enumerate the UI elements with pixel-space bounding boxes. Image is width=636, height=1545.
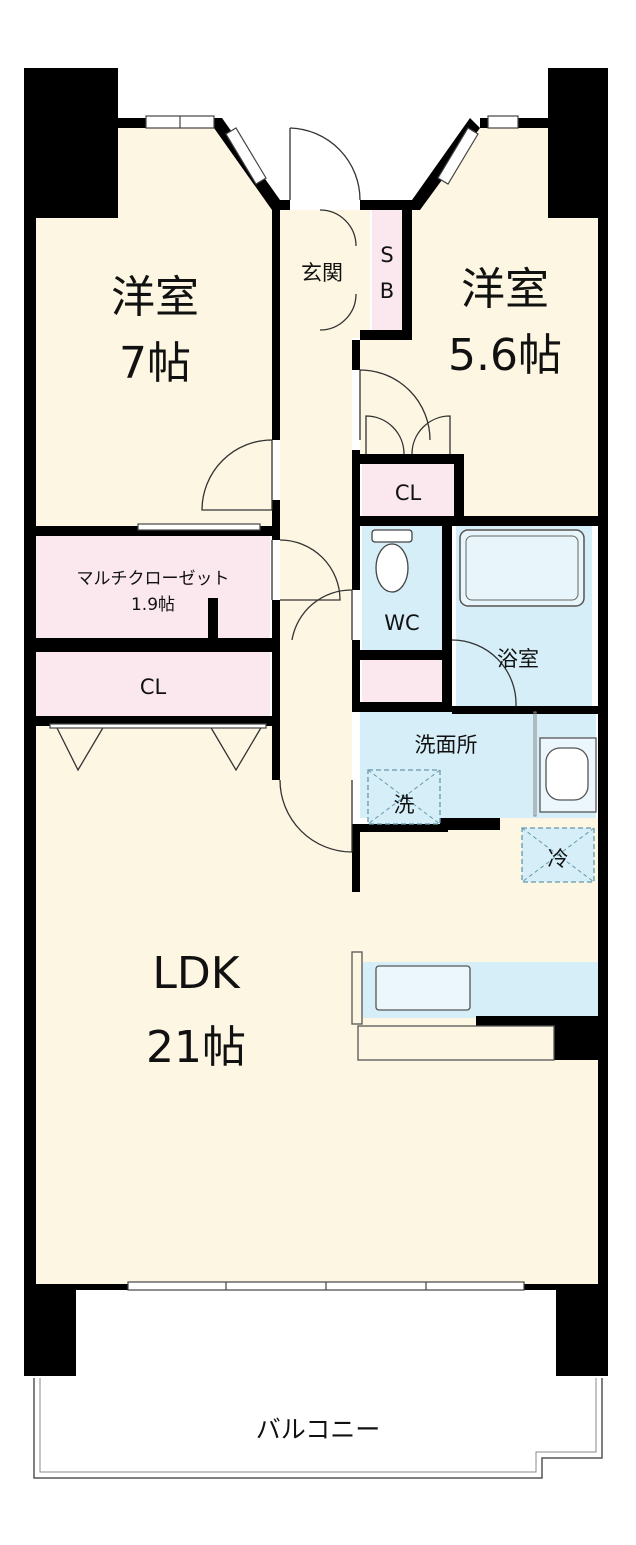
room-fills [36, 128, 600, 1288]
bathroom-door [451, 639, 517, 707]
window-diag-left [225, 127, 267, 185]
window-multi-closet [137, 523, 261, 531]
wall-left-div2 [24, 638, 280, 652]
washroom-label: 洗面所 [415, 733, 478, 757]
multi-closet-label: マルチクローゼット [77, 569, 230, 589]
western-left-door [201, 439, 273, 511]
window-top-right [487, 115, 519, 129]
bathroom-label: 浴室 [497, 647, 539, 671]
western-room-right-area [360, 128, 600, 520]
wall-hall-left-low [272, 600, 280, 780]
wall-wash-bottom [440, 818, 500, 830]
wall-wc-right [442, 526, 452, 706]
wall-bottom-right-block [556, 1286, 608, 1376]
wall-kitchen-bottom [476, 1016, 608, 1026]
bathtub-inner [465, 535, 579, 601]
multi-closet-door [271, 539, 341, 601]
toilet-tank [371, 529, 413, 543]
wall-bottom-left-block [24, 1286, 76, 1376]
kitchen-sink [375, 965, 471, 1011]
entrance-label: 玄関 [301, 261, 343, 285]
washroom-door [279, 779, 353, 853]
wall-entrance-top-r [360, 200, 420, 210]
washer-diagonals [367, 769, 441, 825]
western-room-right-size: 5.6帖 [448, 330, 562, 381]
western-room-right-name: 洋室 [461, 264, 549, 315]
windows [127, 115, 525, 1291]
front-door-swing [289, 127, 361, 201]
wall-hall-right-d [352, 830, 360, 892]
closet-right-area [362, 464, 454, 516]
wall-kitchen-block [554, 1016, 608, 1060]
wall-wet-top [352, 516, 608, 526]
wash-partition [533, 711, 537, 817]
wall-storage-bottom [352, 702, 452, 712]
closet-left-rail [49, 723, 267, 729]
toilet-label: WC [384, 611, 419, 635]
closet-right-label: CL [395, 481, 422, 505]
wall-multi-stub [208, 598, 218, 638]
wall-left-outer [24, 210, 36, 1290]
washbasin [545, 747, 589, 801]
wall-bath-bottom [452, 706, 598, 714]
wall-sb-right [402, 200, 412, 340]
washer-label: 洗 [394, 793, 415, 817]
balcony [33, 1378, 603, 1479]
wall-cl-right-side [454, 454, 464, 526]
closet-right-doors [365, 415, 451, 455]
closet-left-fold-doors [55, 725, 263, 772]
wall-hall-right-c [352, 640, 360, 710]
shoe-box-label-s: S [380, 243, 393, 267]
multi-closet-area [36, 536, 270, 638]
balcony-outline [33, 1378, 603, 1479]
wall-entrance-top [272, 200, 290, 210]
wall-left-div3 [24, 716, 280, 726]
wall-right-outer [598, 210, 608, 1290]
western-room-left-area [36, 128, 272, 528]
closet-left-area [36, 652, 270, 718]
wall-wc-bottom [352, 650, 452, 660]
bathtub [459, 529, 585, 607]
wall-hall-left-top [272, 200, 280, 440]
wall-sb-bottom [360, 330, 412, 340]
fridge-diagonals [521, 827, 595, 883]
western-room-left-name: 洋室 [111, 272, 199, 323]
doors [49, 127, 517, 853]
western-right-door [359, 369, 431, 441]
wall-left-div1 [24, 526, 280, 536]
wall-cl-right-top [352, 454, 464, 464]
entrance-area [280, 210, 370, 338]
wall-top-right-block [548, 68, 608, 218]
wall-top-left-block [24, 68, 118, 218]
ldk-area [36, 720, 600, 1288]
bathroom-area [456, 526, 592, 706]
ldk-label: LDK [152, 948, 240, 999]
kitchen-bar [357, 1025, 555, 1061]
balcony-label: バルコニー [256, 1415, 381, 1444]
toilet-area [362, 526, 442, 650]
shoe-box-area [372, 210, 402, 330]
window-diag-right [437, 127, 479, 185]
fixtures [351, 529, 597, 1061]
small-storage-area [362, 660, 442, 702]
closet-left-label: CL [140, 675, 167, 699]
balcony-outline-inner [39, 1378, 597, 1473]
wall-wash-bottom-l [352, 824, 448, 832]
hallway-area [280, 338, 352, 778]
kitchen-peninsula [351, 951, 363, 1025]
wall-hall-left-mid [272, 500, 280, 540]
wall-hall-right-a [352, 340, 360, 370]
shoe-box-label-b: B [380, 279, 394, 303]
labels: 洋室 7帖 洋室 5.6帖 玄関 S B CL マルチクローゼット 1.9帖 C… [77, 243, 569, 1444]
toilet-door [291, 589, 353, 641]
multi-closet-size: 1.9帖 [131, 595, 175, 615]
entrance-door-swing [319, 209, 357, 331]
toilet-bowl [375, 543, 409, 593]
western-room-left-size: 7帖 [119, 338, 191, 389]
fridge-label: 冷 [548, 847, 569, 871]
ldk-size: 21帖 [146, 1022, 246, 1073]
